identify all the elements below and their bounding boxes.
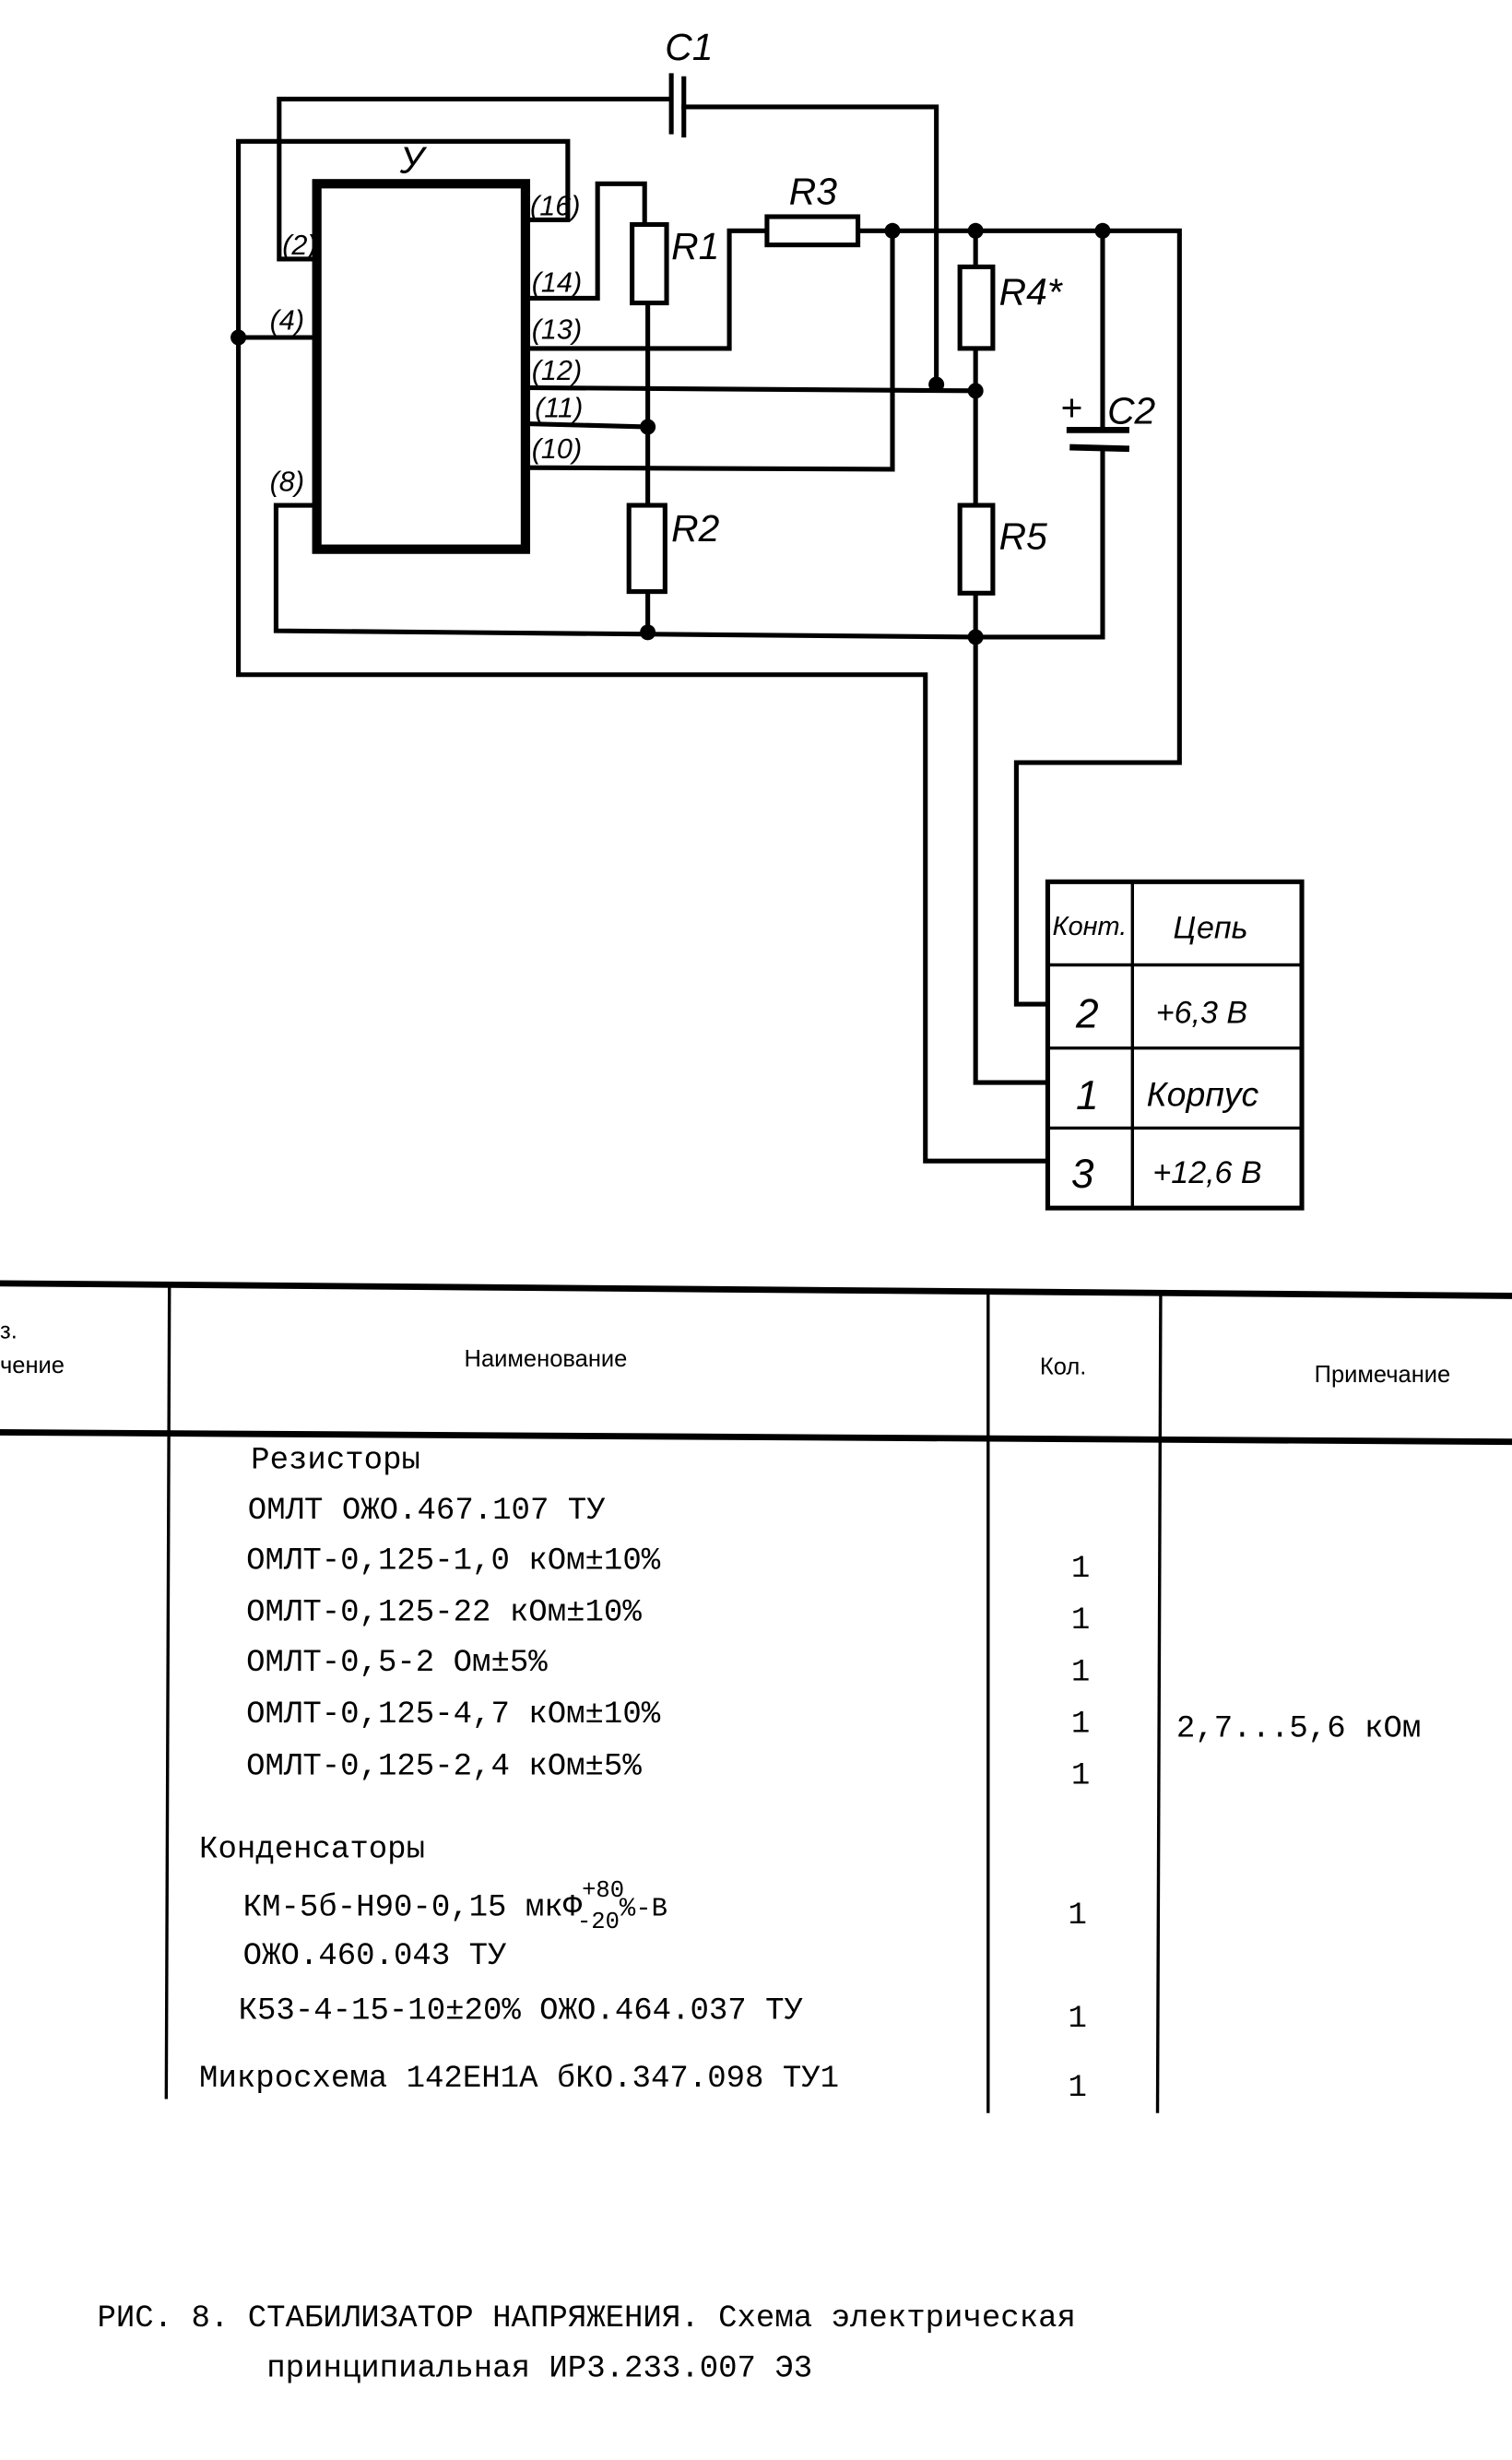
pin-label-14: (14)	[532, 267, 582, 299]
qty: 1	[1071, 1655, 1090, 1690]
part-name: Микросхема 142ЕН1А бКО.347.098 ТУ1	[199, 2062, 839, 2097]
junction-dot	[967, 222, 984, 239]
wire-c2-bottom	[973, 449, 1105, 640]
circuit-header: Цепь	[1174, 911, 1248, 946]
part-name: ОМЛТ ОЖО.467.107 ТУ	[248, 1494, 606, 1529]
r3-label: R3	[789, 170, 837, 212]
r5-label: R5	[999, 515, 1047, 558]
schematic: У (16) (2) (4) (8) (14) (13) (12) (11) (…	[230, 26, 1182, 1164]
junction-dot	[928, 376, 945, 393]
circuit-name: +12,6 В	[1152, 1155, 1261, 1190]
wire-r5-ground	[973, 590, 1050, 1085]
contact-number: 3	[1071, 1152, 1094, 1197]
resistor-r3	[764, 214, 861, 248]
parts-list-table: з. чение Наименование Кол. Примечание Ре…	[0, 1280, 1512, 2113]
qty: 1	[1071, 1759, 1090, 1794]
qty: 1	[1069, 2071, 1087, 2106]
wire-pin11	[523, 420, 651, 430]
category-resistors: Резисторы	[251, 1444, 420, 1479]
wire-pin8-ground	[273, 503, 978, 640]
part-name: ОМЛТ-0,5-2 Ом±5%	[246, 1646, 548, 1681]
junction-dot	[640, 624, 656, 641]
contact-table: Конт. Цепь 2 +6,3 В 1 Корпус 3 +12,6 В	[1045, 879, 1305, 1211]
part-name: ОМЛТ-0,125-2,4 кОм±5%	[246, 1749, 642, 1784]
junction-dot	[967, 383, 984, 399]
figure-caption-line2: принципиальная ИР3.233.007 Э3	[266, 2352, 812, 2387]
qty: 1	[1071, 1707, 1090, 1742]
r2-label: R2	[671, 507, 719, 550]
junctions	[230, 222, 1111, 645]
ic-chip	[312, 179, 531, 554]
part-name: ОЖО.460.043 ТУ	[243, 1939, 507, 1974]
contact-header: Конт.	[1053, 912, 1128, 941]
designation-header: чение	[0, 1353, 65, 1378]
tolerance-plus: +80	[582, 1877, 624, 1904]
resistor-r2	[626, 503, 667, 595]
category-capacitors: Конденсаторы	[199, 1832, 425, 1867]
wires	[236, 96, 1182, 1164]
wire-pin10-to-r3	[523, 228, 895, 472]
wire-r3-positive-rail	[856, 228, 1182, 1007]
junction-dot	[230, 329, 247, 346]
r1-label: R1	[671, 225, 719, 267]
r4-label: R4*	[999, 270, 1063, 313]
wire-c1-right	[681, 104, 939, 387]
contact-number: 2	[1075, 992, 1099, 1037]
circuit-name: Корпус	[1147, 1075, 1259, 1114]
resistor-r1	[630, 221, 669, 306]
designation-header: з.	[0, 1318, 18, 1343]
figure-caption-line1: РИС. 8. СТАБИЛИЗАТОР НАПРЯЖЕНИЯ. Схема э…	[97, 2301, 1075, 2336]
part-name: ОМЛТ-0,125-1,0 кОм±10%	[246, 1543, 661, 1579]
part-name: КМ-5б-Н90-0,15 мкФ+80 -20%-В	[243, 1877, 667, 1935]
pin-label-16: (16)	[530, 190, 580, 221]
contact-number: 1	[1076, 1073, 1099, 1118]
wire-pin12	[523, 384, 978, 394]
ic-label: У	[399, 138, 428, 181]
wire-pin14-r1	[523, 181, 647, 302]
c1-label: C1	[665, 26, 713, 68]
circuit-name: +6,3 В	[1156, 995, 1247, 1030]
pin-label-2: (2)	[282, 230, 316, 261]
capacitor-c2: + C2	[1060, 386, 1156, 453]
c2-polarity: +	[1060, 386, 1082, 429]
part-name: ОМЛТ-0,125-4,7 кОм±10%	[246, 1697, 661, 1733]
pin-label-8: (8)	[270, 467, 304, 498]
qty-header: Кол.	[1040, 1354, 1086, 1380]
junction-dot	[967, 629, 984, 645]
wire-pin16-to-contact3	[236, 138, 1050, 1164]
qty: 1	[1069, 2002, 1087, 2037]
part-name: ОМЛТ-0,125-22 кОм±10%	[246, 1596, 642, 1631]
pin-label-13: (13)	[532, 314, 582, 346]
capacitor-c1: C1	[665, 26, 713, 138]
qty: 1	[1071, 1603, 1090, 1638]
pin-label-10: (10)	[532, 433, 582, 465]
wire-pin2-c1	[277, 96, 671, 262]
wire-pin13-r3	[523, 228, 770, 351]
qty: 1	[1069, 1898, 1087, 1934]
c2-label: C2	[1107, 390, 1155, 432]
junction-dot	[640, 419, 656, 435]
note-header: Примечание	[1315, 1362, 1451, 1388]
pin-label-4: (4)	[270, 304, 304, 336]
pin-label-12: (12)	[532, 355, 582, 386]
qty: 1	[1071, 1552, 1090, 1587]
part-name: К53-4-15-10±20% ОЖО.464.037 ТУ	[239, 1994, 804, 2029]
tolerance-minus: -20	[577, 1909, 620, 1935]
part-name-tail: %-В	[620, 1893, 667, 1923]
part-name-main: КМ-5б-Н90-0,15 мкФ	[243, 1890, 583, 1925]
name-header: Наименование	[465, 1346, 628, 1372]
note: 2,7...5,6 кОм	[1176, 1712, 1421, 1747]
resistor-r4	[957, 264, 996, 351]
pin-label-11: (11)	[535, 393, 583, 424]
junction-dot	[884, 222, 901, 239]
junction-dot	[1094, 222, 1111, 239]
resistor-r5	[957, 503, 996, 596]
